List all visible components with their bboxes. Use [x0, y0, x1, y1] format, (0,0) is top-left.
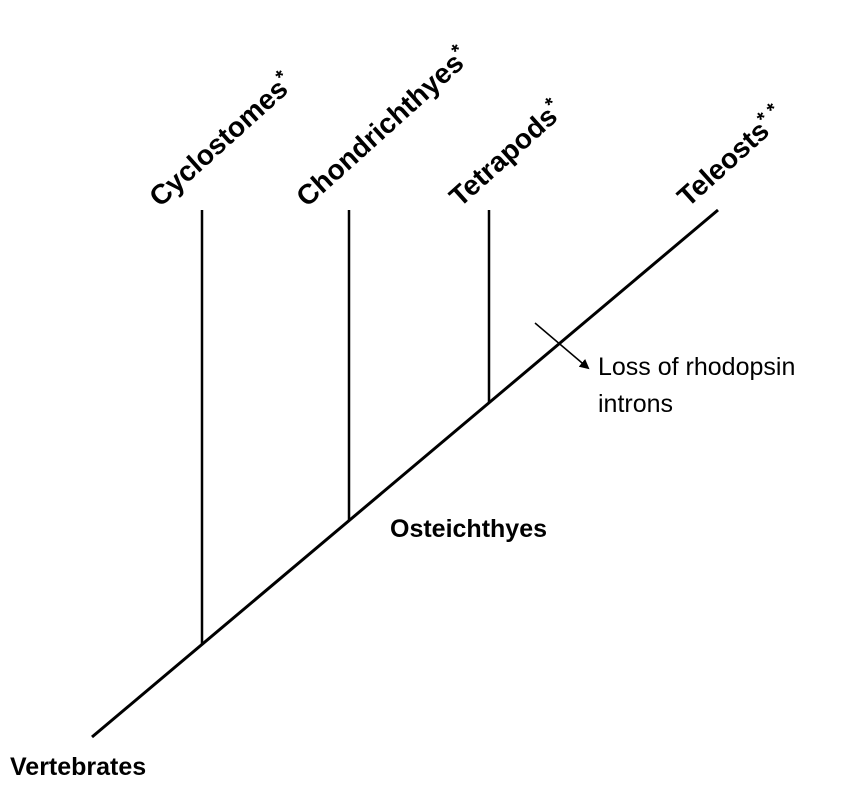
root-label-vertebrates: Vertebrates: [10, 753, 146, 781]
main-stem: [91, 208, 719, 739]
node-label-osteichthyes: Osteichthyes: [390, 515, 547, 543]
label-teleosts: Teleosts* *: [670, 99, 791, 212]
event-arrow: [534, 322, 590, 370]
label-tetrapods: Tetrapods*: [442, 93, 569, 212]
event-label-line2: introns: [598, 390, 673, 418]
event-label-line1: Loss of rhodopsin: [598, 353, 795, 381]
label-cyclostomes: Cyclostomes*: [142, 66, 300, 213]
